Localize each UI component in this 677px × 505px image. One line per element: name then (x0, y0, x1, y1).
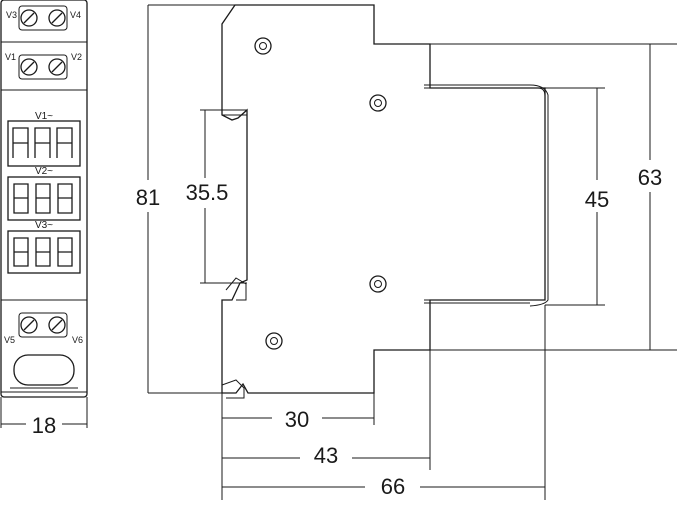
display-label-v1: V1~ (35, 111, 53, 122)
terminal-block-v3-v4: V3 V4 (6, 5, 81, 31)
terminal-label-v3: V3 (6, 10, 17, 20)
terminal-block-v1-v2: V1 V2 (5, 52, 82, 80)
display-window (7, 176, 81, 221)
screw-slot (23, 12, 35, 24)
dim-label-66: 66 (381, 474, 405, 499)
terminal-screw-icon (48, 58, 66, 76)
terminal-screw-icon (48, 316, 66, 334)
side-body-outline (221, 4, 546, 394)
dim-label-35-5: 35.5 (186, 180, 229, 205)
terminal-label-v4: V4 (70, 10, 81, 20)
front-body-outline (0, 0, 88, 398)
terminal-block-v5-v6: V5 V6 (4, 312, 83, 345)
seven-segment-digits (13, 237, 73, 267)
terminal-screw-icon (20, 9, 38, 27)
display-window (7, 230, 81, 274)
dim-label-43: 43 (314, 443, 338, 468)
din-latch-bottom (221, 379, 245, 399)
display-label-v3: V3~ (35, 220, 53, 231)
screw-slot (51, 12, 63, 24)
display-v3: V3~ (7, 220, 81, 274)
din-release-latch (13, 354, 75, 386)
terminal-label-v1: V1 (5, 52, 16, 62)
display-window (7, 120, 81, 167)
front-bezel-corner (529, 84, 549, 307)
front-view: V3 V4 V1 V2 V1~ (0, 0, 88, 438)
side-view: 81 35.5 63 45 30 43 66 (136, 4, 677, 500)
din-clip-bottom (225, 277, 247, 301)
terminal-screw-icon (20, 58, 38, 76)
screw-icon (265, 332, 283, 350)
screw-slot (23, 61, 35, 73)
terminal-housing (18, 5, 68, 31)
display-label-v2: V2~ (35, 166, 53, 177)
dim-label-width: 18 (32, 413, 56, 438)
seven-segment-digits (12, 127, 73, 158)
screw-icon (369, 275, 387, 293)
seven-segment-digits (13, 183, 73, 214)
dim-label-63: 63 (638, 165, 662, 190)
display-v2: V2~ (7, 166, 81, 221)
screw-slot (51, 319, 63, 331)
front-bezel (424, 87, 546, 301)
screw-icon (254, 37, 272, 55)
screw-slot (51, 61, 63, 73)
screw-slot (23, 319, 35, 331)
screw-icon (369, 94, 387, 112)
terminal-label-v2: V2 (71, 52, 82, 62)
dim-label-30: 30 (285, 407, 309, 432)
dim-label-81: 81 (136, 185, 160, 210)
terminal-screw-icon (48, 9, 66, 27)
terminal-label-v6: V6 (72, 335, 83, 345)
terminal-housing (18, 54, 68, 80)
terminal-label-v5: V5 (4, 335, 15, 345)
terminal-housing (18, 312, 68, 338)
terminal-screw-icon (20, 316, 38, 334)
display-v1: V1~ (7, 111, 81, 167)
dim-label-45: 45 (585, 187, 609, 212)
